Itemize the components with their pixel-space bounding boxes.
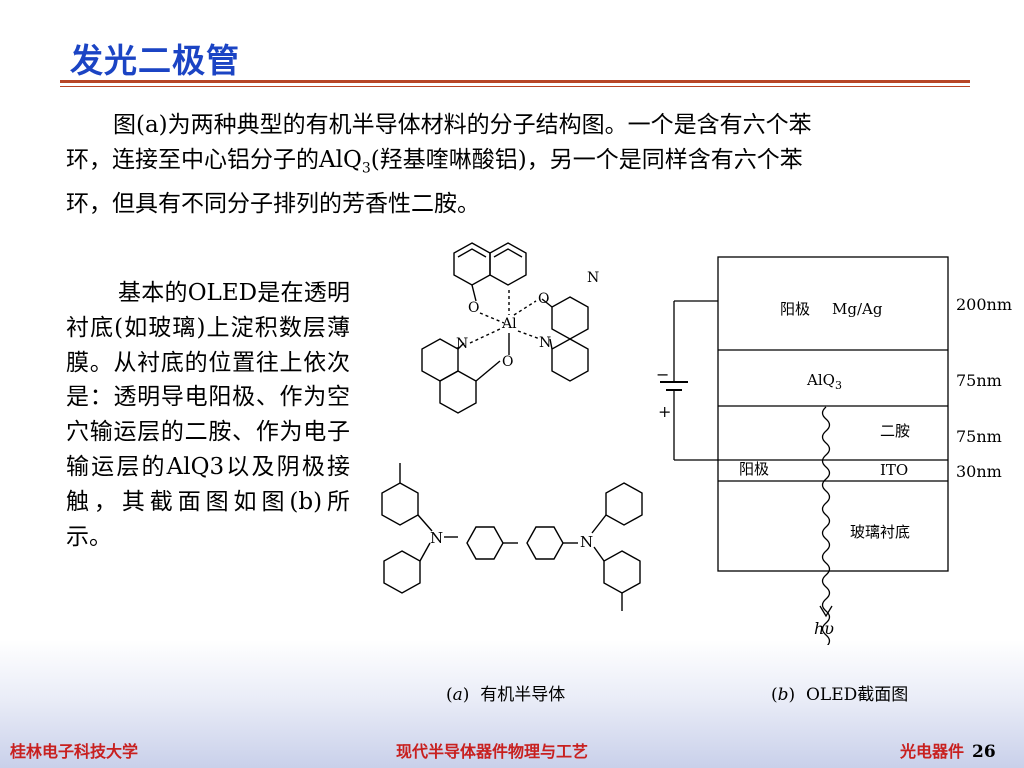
al-atom-label: Al — [501, 316, 517, 332]
n-atom-label-2: N — [539, 335, 551, 351]
layer-anode-label: 阳极 — [780, 300, 810, 318]
intro-paragraph: 图(a)为两种典型的有机半导体材料的分子结构图。一个是含有六个苯 环，连接至中心… — [66, 108, 980, 222]
o-atom-label-1: O — [468, 300, 479, 316]
layer-glass-label: 玻璃衬底 — [850, 523, 910, 541]
caption-b: (b) OLED截面图 — [771, 685, 909, 705]
footer-course: 现代半导体器件物理与工艺 — [396, 742, 589, 761]
caption-a: (a) 有机半导体 — [446, 685, 566, 705]
layer-ito-label: ITO — [880, 461, 908, 479]
battery-plus: + — [658, 402, 671, 421]
battery-minus: − — [656, 365, 669, 384]
thickness-30nm: 30nm — [956, 462, 1002, 481]
layer-mgag-label: Mg/Ag — [832, 300, 883, 318]
layer-ito-anode-label: 阳极 — [739, 460, 769, 478]
o-atom-label-3: O — [502, 354, 513, 370]
intro-line-2-sub: 3 — [361, 160, 371, 177]
title-rule-thin — [60, 86, 970, 87]
footer-university: 桂林电子科技大学 — [10, 742, 139, 761]
oled-cross-section: 阳极 Mg/Ag AlQ3 二胺 阳极 ITO 玻璃衬底 200nm 75nm … — [656, 256, 1012, 645]
thickness-200nm: 200nm — [956, 295, 1012, 314]
alq3-structure-diagram: Al O O O N N N — [421, 242, 599, 414]
n-atom-label-right: N — [580, 533, 593, 551]
intro-line-2b: (羟基喹啉酸铝)，另一个是同样含有六个苯 — [370, 147, 803, 173]
intro-line-3: 环，但具有不同分子排列的芳香性二胺。 — [66, 190, 480, 217]
layer-diamine-label: 二胺 — [880, 422, 910, 440]
oled-description: 基本的OLED是在透明衬底(如玻璃)上淀积数层薄膜。从衬底的位置往上依次是：透明… — [66, 280, 350, 550]
page-number: 26 — [972, 742, 996, 762]
slide-title: 发光二极管 — [70, 41, 240, 80]
thickness-75nm-1: 75nm — [956, 371, 1002, 390]
photon-label: hυ — [814, 619, 834, 638]
diamine-structure-diagram: N N — [381, 463, 643, 611]
title-rule-thick — [60, 80, 970, 83]
n-atom-label-top: N — [587, 270, 599, 286]
n-atom-label-left: N — [430, 529, 443, 547]
intro-line-1: 图(a)为两种典型的有机半导体材料的分子结构图。一个是含有六个苯 — [113, 112, 812, 138]
intro-line-2a: 环，连接至中心铝分子的AlQ — [66, 147, 362, 173]
layer-alq3-label: AlQ3 — [806, 371, 842, 392]
n-atom-label-1: N — [456, 336, 468, 352]
thickness-75nm-2: 75nm — [956, 427, 1002, 446]
o-atom-label-2: O — [538, 291, 549, 307]
